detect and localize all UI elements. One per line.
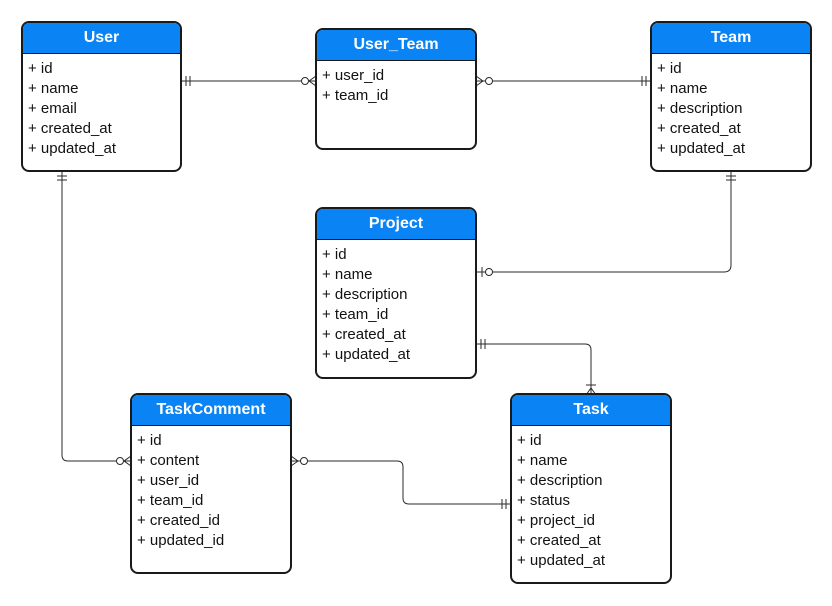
entity-team[interactable]: Team + id + name + description + created… xyxy=(650,21,812,172)
attribute: + updated_at xyxy=(657,140,746,157)
attribute: + team_id xyxy=(322,306,389,323)
entity-taskcomment[interactable]: TaskComment + id + content + user_id + t… xyxy=(130,393,292,574)
attribute: + project_id xyxy=(517,512,595,529)
attribute: + created_at xyxy=(517,532,601,549)
attribute: + status xyxy=(517,492,570,509)
entity-title: Team xyxy=(652,23,810,54)
attribute: + created_at xyxy=(322,326,406,343)
attribute: + updated_at xyxy=(28,140,117,157)
attribute: + name xyxy=(28,80,79,97)
entity-user[interactable]: User + id + name + email + created_at + … xyxy=(21,21,182,172)
attribute: + user_id xyxy=(322,67,385,84)
attribute: + id xyxy=(137,432,162,449)
entity-user-team[interactable]: User_Team + user_id + team_id xyxy=(315,28,477,150)
attribute: + id xyxy=(517,432,542,449)
entity-title: TaskComment xyxy=(132,395,290,426)
attribute: + name xyxy=(322,266,373,283)
attribute: + updated_at xyxy=(322,346,411,363)
attribute: + id xyxy=(657,60,682,77)
attribute-list: + id + name + email + created_at + updat… xyxy=(23,54,180,159)
attribute: + team_id xyxy=(322,87,389,104)
attribute: + name xyxy=(657,80,708,97)
attribute: + created_at xyxy=(28,120,112,137)
attribute: + name xyxy=(517,452,568,469)
entity-task[interactable]: Task + id + name + description + status … xyxy=(510,393,672,584)
attribute: + description xyxy=(517,472,603,489)
relationship-user-user-team xyxy=(181,75,317,87)
entity-title: User xyxy=(23,23,180,54)
attribute-list: + id + name + description + team_id + cr… xyxy=(317,240,475,365)
entity-title: User_Team xyxy=(317,30,475,61)
relationship-taskcomment-task xyxy=(290,455,511,509)
attribute: + team_id xyxy=(137,492,204,509)
attribute-list: + id + name + description + created_at +… xyxy=(652,54,810,159)
attribute: + user_id xyxy=(137,472,200,489)
entity-title: Project xyxy=(317,209,475,240)
relationship-team-project xyxy=(476,171,736,277)
attribute: + created_id xyxy=(137,512,220,529)
attribute: + created_at xyxy=(657,120,741,137)
entity-title: Task xyxy=(512,395,670,426)
attribute: + content xyxy=(137,452,200,469)
attribute-list: + id + name + description + status + pro… xyxy=(512,426,670,571)
relationship-project-task xyxy=(476,339,597,396)
attribute: + email xyxy=(28,100,77,117)
relationship-user-team-team xyxy=(475,75,651,87)
attribute-list: + user_id + team_id xyxy=(317,61,475,106)
attribute: + updated_at xyxy=(517,552,606,569)
attribute: + updated_id xyxy=(137,532,225,549)
attribute-list: + id + content + user_id + team_id + cre… xyxy=(132,426,290,551)
relationship-user-taskcomment xyxy=(57,171,132,467)
attribute: + id xyxy=(322,246,347,263)
entity-project[interactable]: Project + id + name + description + team… xyxy=(315,207,477,379)
attribute: + description xyxy=(657,100,743,117)
attribute: + description xyxy=(322,286,408,303)
attribute: + id xyxy=(28,60,53,77)
